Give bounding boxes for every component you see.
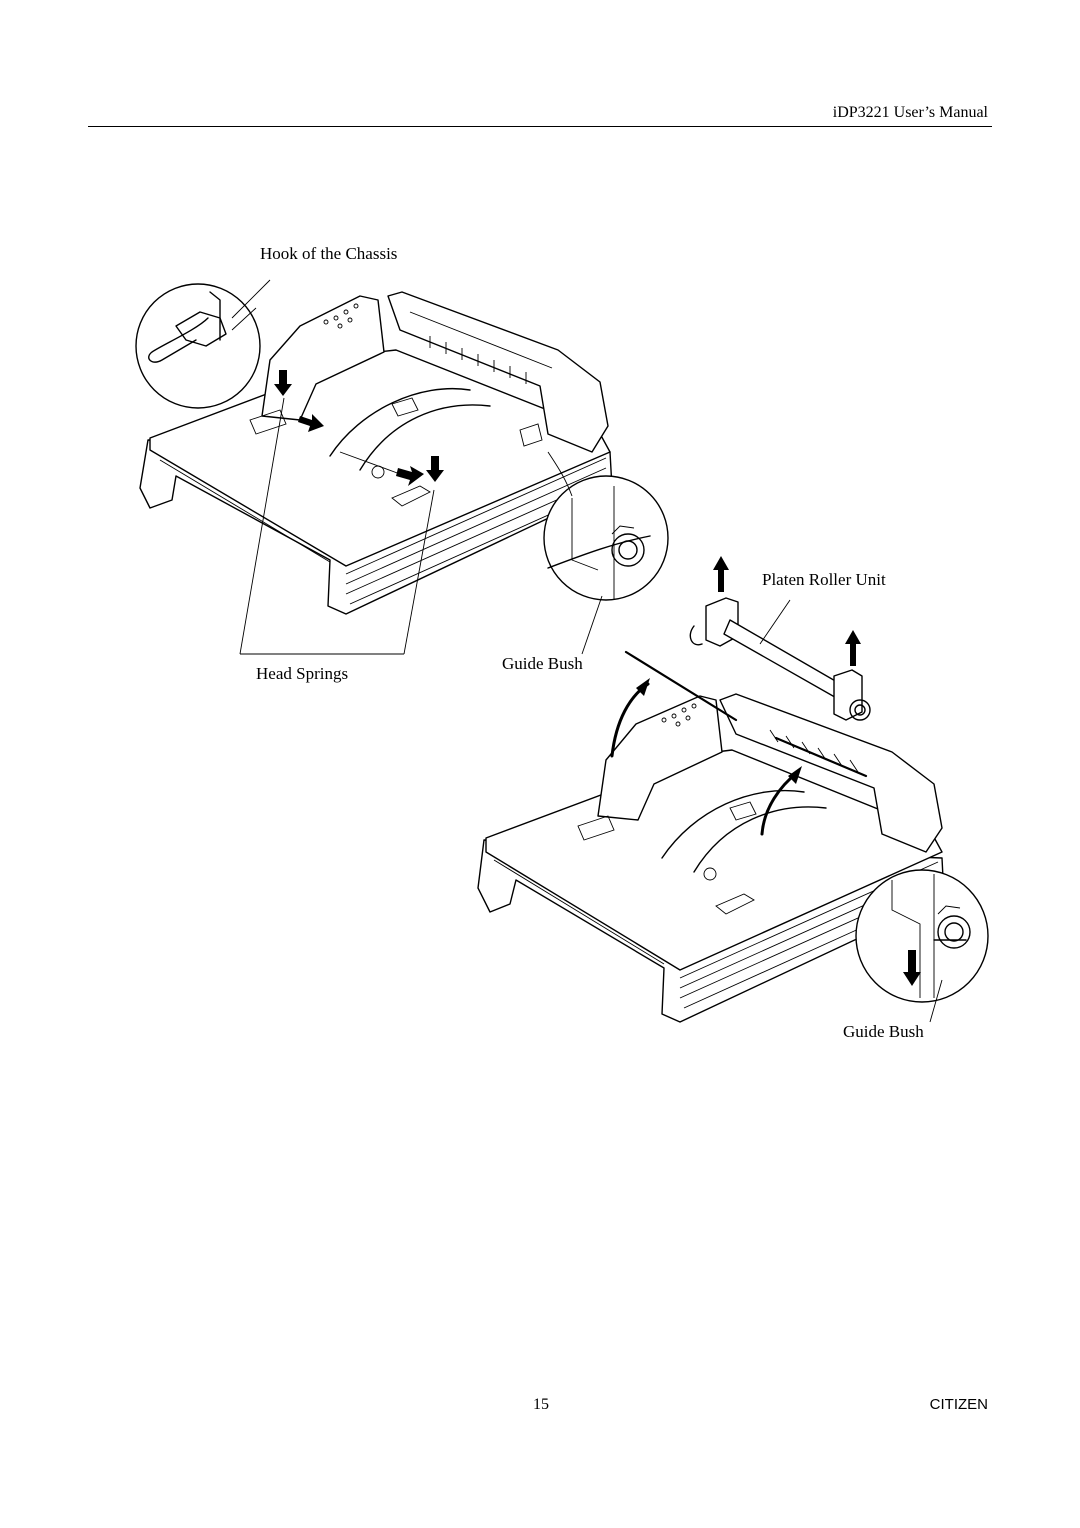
hook-detail-inset bbox=[135, 279, 271, 409]
hook-of-chassis-label: Hook of the Chassis bbox=[260, 244, 398, 263]
printer-top-drawing bbox=[139, 291, 613, 655]
guide-bush-label-top: Guide Bush bbox=[502, 654, 583, 673]
header-title: iDP3221 User’s Manual bbox=[832, 104, 988, 121]
page-number: 15 bbox=[533, 1396, 549, 1413]
guide-bush-detail-bottom bbox=[855, 869, 989, 1023]
footer-brand: CITIZEN bbox=[929, 1396, 988, 1413]
head-springs-label: Head Springs bbox=[256, 664, 349, 683]
header-rule bbox=[88, 126, 992, 127]
platen-roller-drawing bbox=[689, 556, 871, 721]
platen-roller-unit-label: Platen Roller Unit bbox=[762, 570, 886, 589]
guide-bush-label-bottom: Guide Bush bbox=[843, 1022, 924, 1041]
guide-bush-detail-top bbox=[543, 451, 669, 655]
